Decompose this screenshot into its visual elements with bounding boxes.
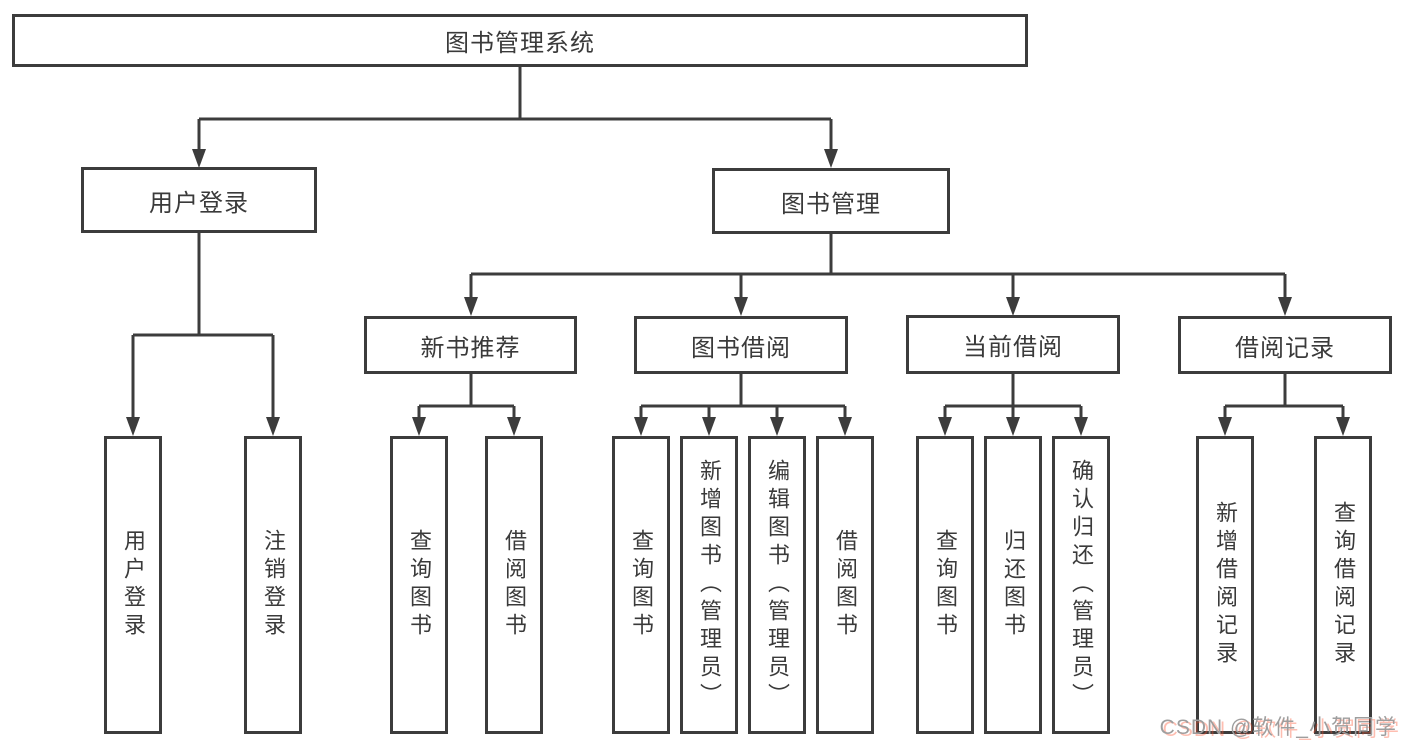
leaf-logout: 注销登录 xyxy=(244,436,302,734)
leaf-user-login: 用户登录 xyxy=(104,436,162,734)
arrowheads xyxy=(126,149,1350,436)
leaf-add-borrow-record: 新增借阅记录 xyxy=(1196,436,1254,734)
node-book-borrow: 图书借阅 xyxy=(634,316,848,374)
leaf-query-book-recommend: 查询图书 xyxy=(390,436,448,734)
node-borrow-records-label: 借阅记录 xyxy=(1235,334,1335,362)
leaf-logout-label: 注销登录 xyxy=(261,529,286,641)
leaf-edit-book-admin: 编辑图书（管理员） xyxy=(748,436,806,734)
leaf-borrow-book-recommend-label: 借阅图书 xyxy=(502,529,527,641)
node-current-borrow-label: 当前借阅 xyxy=(963,334,1063,361)
leaf-query-book-current-label: 查询图书 xyxy=(933,529,958,641)
leaf-query-borrow-record-label: 查询借阅记录 xyxy=(1331,501,1356,669)
node-root: 图书管理系统 xyxy=(12,14,1028,67)
leaf-confirm-return-admin-label: 确认归还（管理员） xyxy=(1069,459,1094,711)
node-current-borrow: 当前借阅 xyxy=(906,315,1120,374)
leaf-add-book-admin-label: 新增图书（管理员） xyxy=(697,459,722,711)
leaf-query-book-borrow: 查询图书 xyxy=(612,436,670,734)
node-borrow-records: 借阅记录 xyxy=(1178,316,1392,374)
leaf-edit-book-admin-label: 编辑图书（管理员） xyxy=(765,459,790,711)
node-root-label: 图书管理系统 xyxy=(445,30,595,57)
node-user-login-label: 用户登录 xyxy=(149,189,249,217)
node-book-management-label: 图书管理 xyxy=(781,190,881,218)
leaf-query-book-borrow-label: 查询图书 xyxy=(629,529,654,641)
csdn-watermark: CSDN @软件_小贺同学 xyxy=(1159,716,1397,739)
leaf-add-book-admin: 新增图书（管理员） xyxy=(680,436,738,734)
leaf-return-book-label: 归还图书 xyxy=(1001,529,1026,641)
leaf-query-book-recommend-label: 查询图书 xyxy=(407,529,432,641)
leaf-borrow-book-recommend: 借阅图书 xyxy=(485,436,543,734)
leaf-user-login-label: 用户登录 xyxy=(121,529,146,641)
leaf-borrow-book-label: 借阅图书 xyxy=(833,529,858,641)
node-book-management: 图书管理 xyxy=(712,168,950,234)
leaf-borrow-book: 借阅图书 xyxy=(816,436,874,734)
leaf-add-borrow-record-label: 新增借阅记录 xyxy=(1213,501,1238,669)
leaf-return-book: 归还图书 xyxy=(984,436,1042,734)
leaf-confirm-return-admin: 确认归还（管理员） xyxy=(1052,436,1110,734)
node-new-book-recommend-label: 新书推荐 xyxy=(420,334,521,362)
node-new-book-recommend: 新书推荐 xyxy=(364,316,577,374)
node-book-borrow-label: 图书借阅 xyxy=(691,334,791,362)
leaf-query-borrow-record: 查询借阅记录 xyxy=(1314,436,1372,734)
leaf-query-book-current: 查询图书 xyxy=(916,436,974,734)
node-user-login: 用户登录 xyxy=(81,167,317,233)
